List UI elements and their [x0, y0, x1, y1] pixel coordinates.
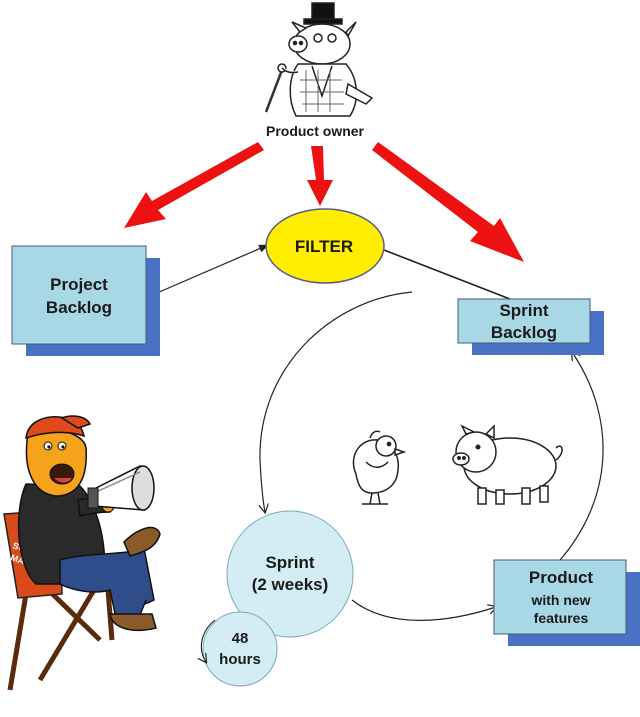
sprint-backlog-line1: Sprint	[499, 301, 548, 320]
red-arrow-to-sprint-backlog	[372, 142, 524, 262]
product-line1: Product	[529, 568, 594, 587]
arrow-filter-to-sprint-backlog	[383, 249, 529, 307]
project-backlog-line1: Project	[50, 275, 108, 294]
product-line3: features	[534, 610, 589, 626]
product-box: Product with new features	[493, 559, 640, 646]
daily-line2: hours	[219, 651, 261, 668]
red-arrow-to-filter	[307, 146, 333, 206]
chick-icon	[352, 430, 407, 505]
daily-loop-arrow	[201, 619, 216, 662]
product-owner-label: Product owner	[266, 123, 365, 139]
arrow-backlog-to-filter	[149, 244, 269, 297]
sprint-cycle-arc-right	[559, 352, 604, 561]
product-line2: with new	[530, 592, 590, 608]
red-arrows	[124, 142, 524, 262]
sprint-line1: Sprint	[265, 553, 314, 572]
sprint-backlog-box: Sprint Backlog	[457, 298, 604, 355]
sprint-cycle-arc-left	[260, 291, 413, 512]
filter-label: FILTER	[295, 237, 353, 256]
pig-icon	[452, 424, 563, 505]
sprint-cycle-arc-bottom	[351, 599, 496, 621]
daily-node: 48 hours	[202, 611, 278, 687]
daily-line1: 48	[232, 630, 249, 647]
sprint-line2: (2 weeks)	[252, 575, 329, 594]
sprint-backlog-line2: Backlog	[491, 323, 557, 342]
filter-node: FILTER	[265, 208, 385, 284]
scrum-master-megaphone-icon: SCRUM MASTER	[3, 415, 161, 691]
project-backlog-line2: Backlog	[46, 298, 112, 317]
sprint-node: Sprint (2 weeks)	[226, 510, 354, 638]
red-arrow-to-project-backlog	[124, 142, 264, 228]
pig-with-top-hat-icon	[264, 2, 374, 117]
project-backlog-box: Project Backlog	[11, 245, 160, 356]
